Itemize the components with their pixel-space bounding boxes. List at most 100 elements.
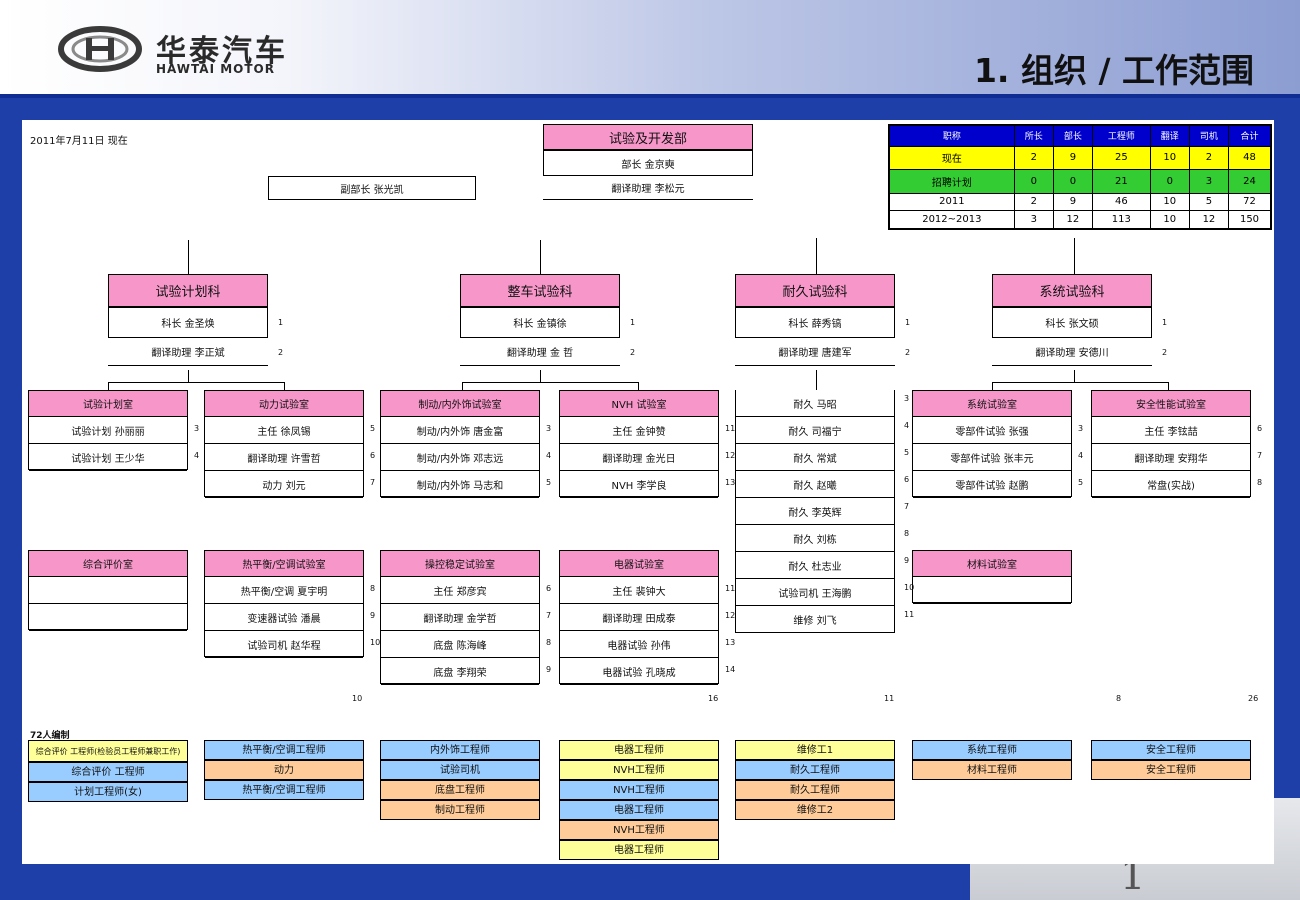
lab-member: 零部件试验 张强 bbox=[913, 417, 1071, 444]
lab-member: 耐久 李英辉 bbox=[736, 498, 894, 525]
plan-position: 维修工2 bbox=[735, 800, 895, 820]
headcount-number: 11 bbox=[725, 424, 736, 433]
section-title: 试验计划科 bbox=[108, 274, 268, 307]
brand-name-cn: 华泰汽车 bbox=[156, 34, 288, 69]
lab-member bbox=[29, 604, 187, 631]
lab-member: 耐久 赵曦 bbox=[736, 471, 894, 498]
column-total: 10 bbox=[352, 694, 363, 703]
headcount-number: 1 bbox=[278, 318, 284, 327]
lab-title: 电器试验室 bbox=[560, 551, 718, 577]
connector-line bbox=[188, 240, 189, 274]
lab-box: 系统试验室零部件试验 张强零部件试验 张丰元零部件试验 赵鹏 bbox=[912, 390, 1072, 498]
lab-box: 综合评价室 bbox=[28, 550, 188, 631]
headcount-number: 9 bbox=[370, 611, 376, 620]
section-head: 科长 金镇徐 bbox=[460, 307, 620, 338]
headcount-number: 1 bbox=[630, 318, 636, 327]
lab-member: 变速器试验 潘晨 bbox=[205, 604, 363, 631]
plan-position: 电器工程师 bbox=[559, 740, 719, 760]
headcount-number: 7 bbox=[370, 478, 376, 487]
plan-position: 耐久工程师 bbox=[735, 760, 895, 780]
headcount-number: 8 bbox=[546, 638, 552, 647]
plan-position: 动力 bbox=[204, 760, 364, 780]
lab-member bbox=[913, 577, 1071, 604]
headcount-number: 12 bbox=[725, 611, 736, 620]
lab-member: 翻译助理 安翔华 bbox=[1092, 444, 1250, 471]
lab-box: 动力试验室主任 徐凤锡翻译助理 许雪哲动力 刘元 bbox=[204, 390, 364, 498]
plan-position: 综合评价 工程师(检验员工程师兼职工作) bbox=[28, 740, 188, 762]
headcount-number: 3 bbox=[194, 424, 200, 433]
headcount-number: 8 bbox=[370, 584, 376, 593]
plan-position: 热平衡/空调工程师 bbox=[204, 740, 364, 760]
lab-member: 零部件试验 赵鹏 bbox=[913, 471, 1071, 498]
lab-title: 热平衡/空调试验室 bbox=[205, 551, 363, 577]
lab-member: 维修 刘飞 bbox=[736, 606, 894, 633]
headcount-number: 9 bbox=[546, 665, 552, 674]
headcount-row: 招聘计划 0 0 21 0 3 24 bbox=[888, 169, 1272, 194]
header-bar: 华泰汽车 HAWTAI MOTOR 1. 组织 / 工作范围 bbox=[0, 0, 1300, 98]
plan-position: 电器工程师 bbox=[559, 800, 719, 820]
connector-line bbox=[188, 370, 189, 382]
lab-member: 主任 郑彦宾 bbox=[381, 577, 539, 604]
headcount-number: 8 bbox=[904, 529, 910, 538]
section-head: 科长 张文硕 bbox=[992, 307, 1152, 338]
headcount-number: 6 bbox=[546, 584, 552, 593]
lab-member: 耐久 司福宁 bbox=[736, 417, 894, 444]
lab-box: 制动/内外饰试验室制动/内外饰 唐金富制动/内外饰 邓志远制动/内外饰 马志和 bbox=[380, 390, 540, 498]
lab-member: 电器试验 孔晓成 bbox=[560, 658, 718, 685]
headcount-number: 4 bbox=[1078, 451, 1084, 460]
connector-line bbox=[462, 382, 463, 390]
headcount-number: 12 bbox=[725, 451, 736, 460]
headcount-number: 7 bbox=[1257, 451, 1263, 460]
lab-member: 耐久 杜志业 bbox=[736, 552, 894, 579]
lab-member: 底盘 陈海峰 bbox=[381, 631, 539, 658]
headcount-number: 5 bbox=[546, 478, 552, 487]
section-head: 科长 薛秀镐 bbox=[735, 307, 895, 338]
plan-position: 维修工1 bbox=[735, 740, 895, 760]
plan-position: NVH工程师 bbox=[559, 760, 719, 780]
connector-line bbox=[1074, 238, 1075, 274]
section-head: 科长 金圣焕 bbox=[108, 307, 268, 338]
hawtai-logo-icon bbox=[58, 26, 142, 72]
lab-box: 操控稳定试验室主任 郑彦宾翻译助理 金学哲底盘 陈海峰底盘 李翔荣 bbox=[380, 550, 540, 685]
lab-member: 耐久 刘栋 bbox=[736, 525, 894, 552]
connector-line bbox=[108, 382, 109, 390]
page-title: 1. 组织 / 工作范围 bbox=[973, 51, 1254, 90]
lab-member: 常盘(实战) bbox=[1092, 471, 1250, 498]
headcount-number: 4 bbox=[546, 451, 552, 460]
lab-member: 主任 李铉喆 bbox=[1092, 417, 1250, 444]
section-title: 系统试验科 bbox=[992, 274, 1152, 307]
deputy-head: 副部长 张光凯 bbox=[268, 176, 476, 200]
connector-line bbox=[638, 382, 639, 390]
headcount-number: 14 bbox=[725, 665, 736, 674]
connector-line bbox=[462, 382, 639, 383]
connector-line bbox=[1074, 370, 1075, 382]
lab-member: 热平衡/空调 夏宇明 bbox=[205, 577, 363, 604]
lab-member: 底盘 李翔荣 bbox=[381, 658, 539, 685]
plan-position: 试验司机 bbox=[380, 760, 540, 780]
headcount-number: 11 bbox=[725, 584, 736, 593]
column-total: 8 bbox=[1116, 694, 1122, 703]
lab-member: 试验司机 王海鹏 bbox=[736, 579, 894, 606]
lab-member: 主任 裴钟大 bbox=[560, 577, 718, 604]
plan-position: NVH工程师 bbox=[559, 780, 719, 800]
durability-staff-list: 耐久 马昭耐久 司福宁耐久 常斌耐久 赵曦耐久 李英辉耐久 刘栋耐久 杜志业试验… bbox=[735, 390, 895, 633]
lab-member: 制动/内外饰 唐金富 bbox=[381, 417, 539, 444]
plan-position: 制动工程师 bbox=[380, 800, 540, 820]
lab-member: 翻译助理 许雪哲 bbox=[205, 444, 363, 471]
brand-name-en: HAWTAI MOTOR bbox=[156, 62, 275, 76]
headcount-number: 6 bbox=[1257, 424, 1263, 433]
plan-position: 底盘工程师 bbox=[380, 780, 540, 800]
lab-member bbox=[29, 577, 187, 604]
headcount-number: 1 bbox=[1162, 318, 1168, 327]
section-title: 整车试验科 bbox=[460, 274, 620, 307]
lab-title: 动力试验室 bbox=[205, 391, 363, 417]
lab-member: 翻译助理 田成泰 bbox=[560, 604, 718, 631]
lab-box: 电器试验室主任 裴钟大翻译助理 田成泰电器试验 孙伟电器试验 孔晓成 bbox=[559, 550, 719, 685]
plan-position: 安全工程师 bbox=[1091, 740, 1251, 760]
headcount-number: 2 bbox=[630, 348, 636, 357]
headcount-number: 1 bbox=[905, 318, 911, 327]
plan-position: 综合评价 工程师 bbox=[28, 762, 188, 782]
column-total: 11 bbox=[884, 694, 895, 703]
plan-position: 电器工程师 bbox=[559, 840, 719, 860]
